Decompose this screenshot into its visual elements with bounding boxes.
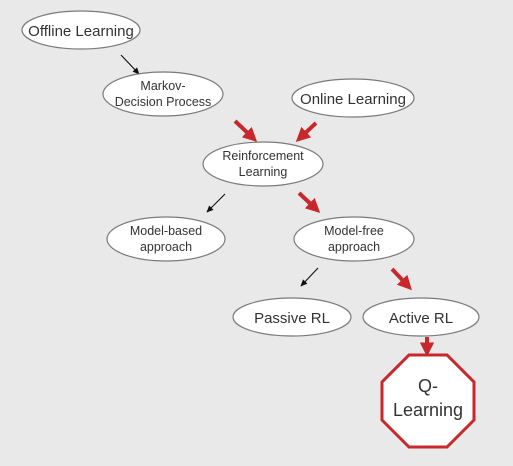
node-model-based-approach: Model-based approach [106, 216, 226, 262]
model-based-label-line1: Model-based [130, 224, 202, 238]
active-rl-label: Active RL [389, 310, 453, 327]
node-offline-learning: Offline Learning [21, 10, 141, 50]
mdp-label-line2: Decision Process [115, 95, 212, 109]
svg-text:Model-based: Model-based [130, 224, 202, 238]
node-q-learning: Q- Learning [380, 353, 476, 449]
node-reinforcement-learning: Reinforcement Learning [202, 141, 324, 187]
q-learning-label-line2: Learning [393, 400, 463, 420]
rl-label-line1: Reinforcement [222, 149, 304, 163]
arrow-model-free-to-passive [300, 267, 319, 287]
svg-text:Learning: Learning [393, 400, 463, 420]
svg-text:Active RL: Active RL [389, 310, 453, 327]
model-based-label-line2: approach [140, 240, 192, 254]
svg-text:Q-: Q- [418, 376, 438, 396]
svg-text:Passive RL: Passive RL [254, 310, 330, 327]
svg-text:approach: approach [140, 240, 192, 254]
model-free-label-line1: Model-free [324, 224, 384, 238]
node-online-learning: Online Learning [291, 78, 415, 118]
arrow-online-to-rl [295, 121, 318, 142]
svg-text:Online Learning: Online Learning [300, 91, 406, 108]
node-passive-rl: Passive RL [232, 297, 352, 337]
svg-text:Model-free: Model-free [324, 224, 384, 238]
q-learning-label-line1: Q- [418, 376, 438, 396]
node-model-free-approach: Model-free approach [293, 216, 415, 262]
offline-learning-label: Offline Learning [28, 23, 134, 40]
arrow-model-free-to-active [390, 267, 412, 291]
node-active-rl: Active RL [362, 297, 480, 337]
arrow-mdp-to-rl [233, 119, 258, 142]
passive-rl-label: Passive RL [254, 310, 330, 327]
svg-text:Reinforcement: Reinforcement [222, 149, 304, 163]
model-free-label-line2: approach [328, 240, 380, 254]
rl-label-line2: Learning [239, 165, 288, 179]
svg-text:approach: approach [328, 240, 380, 254]
arrow-offline-to-mdp [120, 54, 140, 75]
arrow-rl-to-model-free [297, 191, 321, 213]
mdp-label-line1: Markov- [140, 79, 185, 93]
svg-text:Decision Process: Decision Process [115, 95, 212, 109]
online-learning-label: Online Learning [300, 91, 406, 108]
svg-text:Learning: Learning [239, 165, 288, 179]
node-markov-decision-process: Markov- Decision Process [102, 71, 224, 117]
svg-text:Markov-: Markov- [140, 79, 185, 93]
arrow-rl-to-model-based [206, 193, 226, 213]
svg-text:Offline Learning: Offline Learning [28, 23, 134, 40]
q-learning-octagon [380, 353, 476, 449]
